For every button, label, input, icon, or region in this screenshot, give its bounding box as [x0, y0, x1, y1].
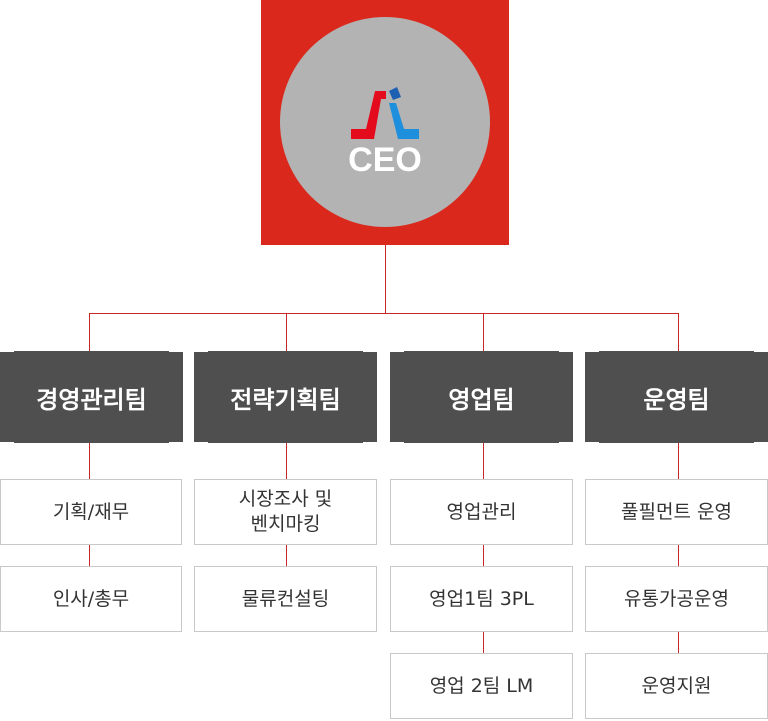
sub-label: 영업 2팀 LM [429, 674, 534, 697]
connector-dept4-sub [678, 443, 679, 653]
connector-dept-1 [89, 313, 90, 351]
dept-label: 전략기획팀 [230, 385, 341, 414]
sub-hr-general: 인사/총무 [0, 566, 182, 632]
dept-label: 운영팀 [643, 385, 710, 414]
ceo-node: CEO [261, 0, 509, 245]
ceo-label: CEO [348, 141, 422, 179]
sub-operations-support: 운영지원 [585, 653, 768, 719]
sub-sales-management: 영업관리 [390, 479, 573, 545]
sub-label: 풀필먼트 운영 [621, 500, 732, 523]
company-logo-icon [351, 87, 419, 139]
sub-label: 유통가공운영 [624, 587, 729, 610]
sub-label: 물류컨설팅 [241, 587, 330, 610]
connector-dept-2 [286, 313, 287, 351]
sub-planning-finance: 기획/재무 [0, 479, 182, 545]
sub-label: 영업1팀 3PL [429, 587, 534, 610]
sub-market-research: 시장조사 및 벤치마킹 [194, 479, 377, 545]
sub-sales-team-2: 영업 2팀 LM [390, 653, 573, 719]
dept-management: 경영관리팀 [0, 351, 183, 443]
dept-label: 경영관리팀 [36, 385, 147, 414]
connector-dept-3 [483, 313, 484, 351]
dept-label: 영업팀 [448, 385, 515, 414]
sub-label: 인사/총무 [52, 587, 130, 610]
connector-dept-4 [678, 313, 679, 351]
sub-sales-team-1: 영업1팀 3PL [390, 566, 573, 632]
sub-logistics-consulting: 물류컨설팅 [194, 566, 377, 632]
dept-sales: 영업팀 [390, 351, 573, 443]
sub-label: 시장조사 및 벤치마킹 [238, 488, 333, 535]
ceo-circle: CEO [280, 17, 490, 227]
sub-distribution-processing: 유통가공운영 [585, 566, 768, 632]
sub-label: 기획/재무 [52, 500, 130, 523]
dept-strategy: 전략기획팀 [194, 351, 377, 443]
sub-label: 영업관리 [446, 500, 517, 523]
dept-operations: 운영팀 [585, 351, 768, 443]
connector-horizontal [89, 313, 679, 314]
sub-fulfillment: 풀필먼트 운영 [585, 479, 768, 545]
sub-label: 운영지원 [641, 674, 712, 697]
connector-dept3-sub [483, 443, 484, 653]
connector-ceo-stem [385, 245, 386, 313]
